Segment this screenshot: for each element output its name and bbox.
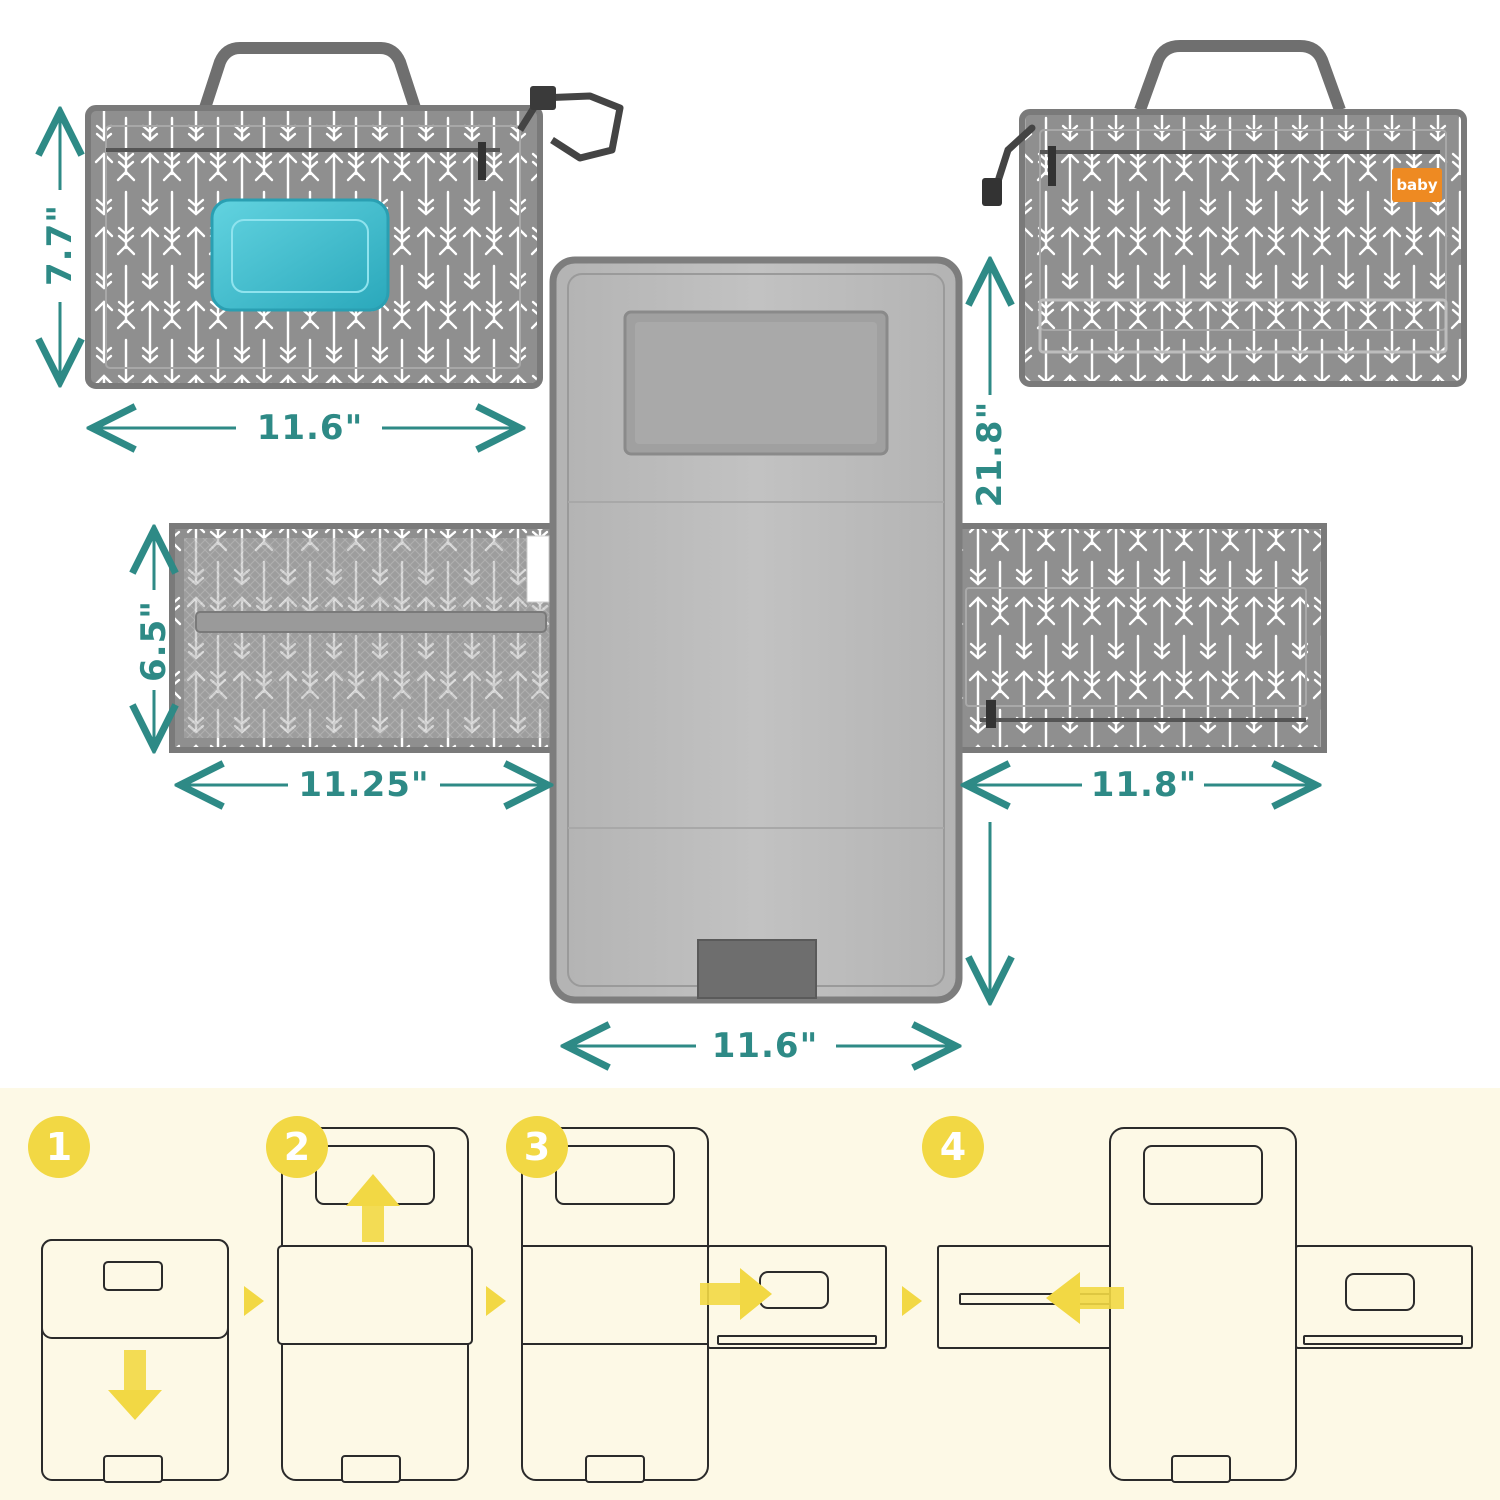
step-chevron-icon bbox=[244, 1286, 922, 1316]
dim-right-panel-width: 11.8" bbox=[1090, 765, 1198, 805]
arrow-down-icon bbox=[108, 1350, 162, 1420]
step-4-drawing bbox=[937, 1127, 1473, 1483]
arrow-right-icon bbox=[700, 1268, 772, 1320]
step-badge-4: 4 bbox=[922, 1116, 984, 1178]
dim-left-panel-width: 11.25" bbox=[298, 765, 430, 805]
pouch-handle bbox=[199, 42, 421, 110]
dim-left-panel-height: 6.5" bbox=[134, 600, 174, 682]
dimension-arrows bbox=[60, 112, 1316, 1046]
care-label bbox=[526, 535, 550, 603]
folded-pouch-front bbox=[85, 42, 624, 389]
wipes-lid bbox=[210, 198, 390, 312]
dim-top-left-height: 7.7" bbox=[40, 204, 80, 286]
step-badge-3: 3 bbox=[506, 1116, 568, 1178]
left-mesh-panel bbox=[169, 523, 571, 753]
right-pocket-panel bbox=[945, 523, 1327, 753]
left-panel-zipper bbox=[195, 611, 547, 633]
changing-pad bbox=[549, 256, 963, 1004]
dim-pad-length: 21.8" bbox=[970, 400, 1010, 508]
velcro-strip bbox=[697, 939, 817, 999]
step-badge-2: 2 bbox=[266, 1116, 328, 1178]
step-arrows bbox=[108, 1174, 1124, 1420]
arrow-up-icon bbox=[346, 1174, 400, 1242]
arrow-left-icon bbox=[1046, 1272, 1124, 1324]
dim-pad-width: 11.6" bbox=[711, 1026, 819, 1066]
step-3-drawing bbox=[521, 1127, 887, 1483]
brand-tag: baby bbox=[1392, 168, 1442, 202]
step-illustrations bbox=[41, 1127, 1473, 1483]
step-2-drawing bbox=[277, 1127, 473, 1483]
dim-top-left-width: 11.6" bbox=[256, 408, 364, 448]
step-badge-1: 1 bbox=[28, 1116, 90, 1178]
folded-pouch-back bbox=[982, 40, 1467, 387]
